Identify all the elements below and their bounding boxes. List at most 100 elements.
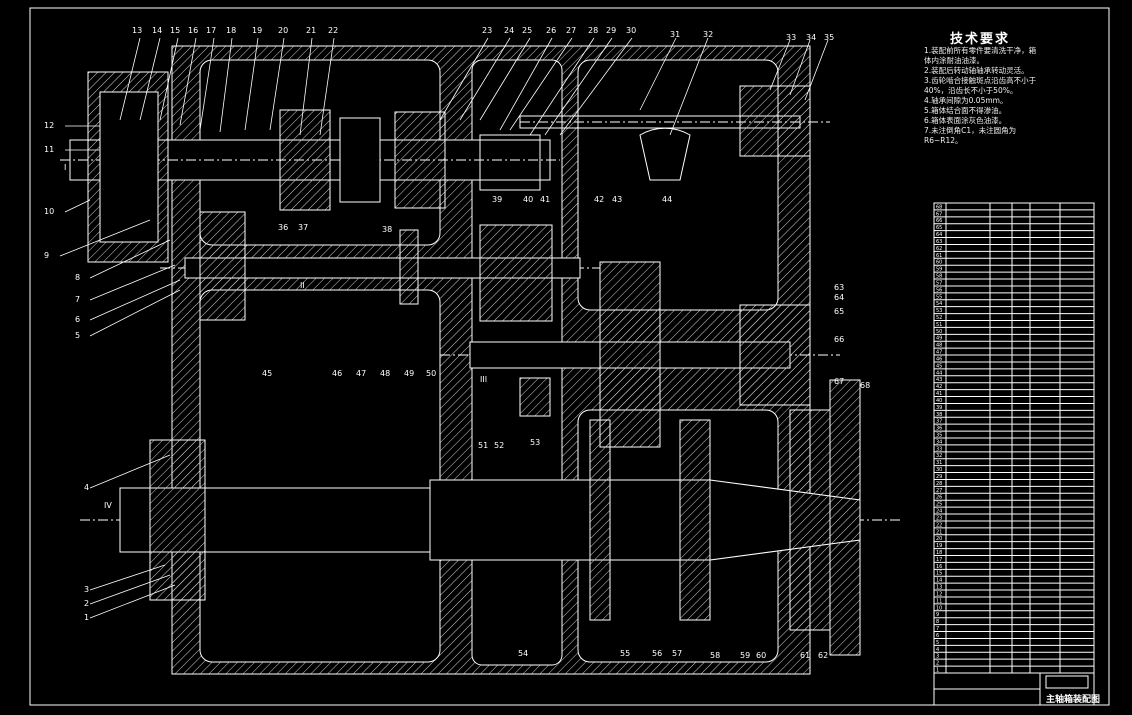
bom-item-number: 41	[936, 391, 942, 397]
bom-item-number: 62	[936, 246, 942, 252]
bom-item-number: 17	[936, 557, 942, 563]
bom-item-number: 61	[936, 253, 942, 259]
callout-2: 2	[84, 599, 89, 608]
callout-1: 1	[84, 613, 89, 622]
bom-item-number: 4	[936, 647, 939, 653]
callout-24: 24	[504, 26, 514, 35]
bom-item-number: 36	[936, 426, 942, 432]
technical-requirement-line: 4.轴承间隙为0.05mm。	[924, 96, 1008, 105]
bom-item-number: 8	[936, 619, 939, 625]
bom-item-number: 30	[936, 467, 942, 473]
bom-item-number: 54	[936, 301, 942, 307]
technical-requirements-title: 技术要求	[950, 32, 1011, 47]
bom-item-number: 47	[936, 350, 942, 356]
section-label: IV	[104, 501, 112, 510]
bom-item-number: 58	[936, 274, 942, 280]
callout-41: 41	[540, 195, 550, 204]
bom-item-number: 7	[936, 626, 939, 632]
callout-45: 45	[262, 369, 272, 378]
bom-item-number: 65	[936, 225, 942, 231]
bom-item-number: 28	[936, 481, 942, 487]
bom-item-number: 57	[936, 280, 942, 286]
callout-55: 55	[620, 649, 630, 658]
callout-56: 56	[652, 649, 662, 658]
bom-item-number: 59	[936, 267, 942, 273]
callout-35: 35	[824, 33, 834, 42]
section-label: I	[64, 163, 66, 172]
drawing-title: 主轴箱装配图	[1046, 695, 1101, 705]
callout-63: 63	[834, 283, 844, 292]
bom-item-number: 42	[936, 384, 942, 390]
callout-30: 30	[626, 26, 636, 35]
technical-requirements-list: 1.装配前所有零件要清洗干净，箱体内涂耐油油漆。2.装配后转动轴轴承转动灵活。3…	[924, 46, 1074, 146]
callout-25: 25	[522, 26, 532, 35]
callout-23: 23	[482, 26, 492, 35]
bom-item-number: 29	[936, 474, 942, 480]
bom-item-number: 34	[936, 439, 942, 445]
callout-20: 20	[278, 26, 288, 35]
bom-item-number: 23	[936, 515, 942, 521]
section-label: II	[300, 281, 305, 290]
technical-requirement-line: 40%，沿齿长不小于50%。	[924, 86, 1018, 95]
main-spindle	[80, 379, 900, 656]
bom-item-number: 25	[936, 502, 942, 508]
bom-item-number: 39	[936, 405, 942, 411]
bom-item-number: 2	[936, 661, 939, 667]
bom-item-number: 11	[936, 598, 942, 604]
callout-11: 11	[44, 145, 54, 154]
bom-item-number: 49	[936, 336, 942, 342]
bom-item-number: 46	[936, 356, 942, 362]
bom-item-number: 21	[936, 529, 942, 535]
callout-17: 17	[206, 26, 216, 35]
callout-68: 68	[860, 381, 870, 390]
bom-item-number: 3	[936, 654, 939, 660]
callout-47: 47	[356, 369, 366, 378]
bom-item-number: 60	[936, 260, 942, 266]
bom-item-number: 10	[936, 605, 942, 611]
bom-item-number: 51	[936, 322, 942, 328]
shaft-iii	[440, 261, 840, 448]
technical-requirement-line: 3.齿轮啮合接触斑点沿齿高不小于	[924, 76, 1037, 85]
callout-58: 58	[710, 651, 720, 660]
callout-64: 64	[834, 293, 844, 302]
bom-item-number: 1	[936, 668, 939, 674]
bom-item-number: 14	[936, 578, 942, 584]
bom-item-number: 24	[936, 509, 942, 515]
bom-item-number: 40	[936, 398, 942, 404]
bom-item-number: 67	[936, 211, 942, 217]
callout-29: 29	[606, 26, 616, 35]
callout-31: 31	[670, 30, 680, 39]
callout-10: 10	[44, 207, 54, 216]
callout-42: 42	[594, 195, 604, 204]
callout-40: 40	[523, 195, 533, 204]
bom-item-number: 68	[936, 204, 942, 210]
callout-60: 60	[756, 651, 766, 660]
callout-3: 3	[84, 585, 89, 594]
technical-requirement-line: 6.箱体表面涂灰色油漆。	[924, 116, 1007, 125]
bom-item-number: 63	[936, 239, 942, 245]
bom-item-number: 19	[936, 543, 942, 549]
callout-14: 14	[152, 26, 162, 35]
callout-37: 37	[298, 223, 308, 232]
bom-item-number: 55	[936, 294, 942, 300]
bom-item-number: 31	[936, 460, 942, 466]
callout-44: 44	[662, 195, 672, 204]
callout-49: 49	[404, 369, 414, 378]
technical-requirement-line: R6~R12。	[924, 136, 963, 145]
bom-item-number: 20	[936, 536, 942, 542]
bom-item-number: 32	[936, 453, 942, 459]
leader-lines	[59, 37, 829, 619]
callout-5: 5	[75, 331, 80, 340]
bom-item-number: 43	[936, 377, 942, 383]
callout-57: 57	[672, 649, 682, 658]
bom-item-number: 38	[936, 412, 942, 418]
callout-33: 33	[786, 33, 796, 42]
callout-13: 13	[132, 26, 142, 35]
bom-item-number: 15	[936, 571, 942, 577]
technical-requirement-line: 体内涂耐油油漆。	[924, 56, 984, 65]
callout-27: 27	[566, 26, 576, 35]
bom-item-number: 48	[936, 343, 942, 349]
callout-67: 67	[834, 377, 844, 386]
